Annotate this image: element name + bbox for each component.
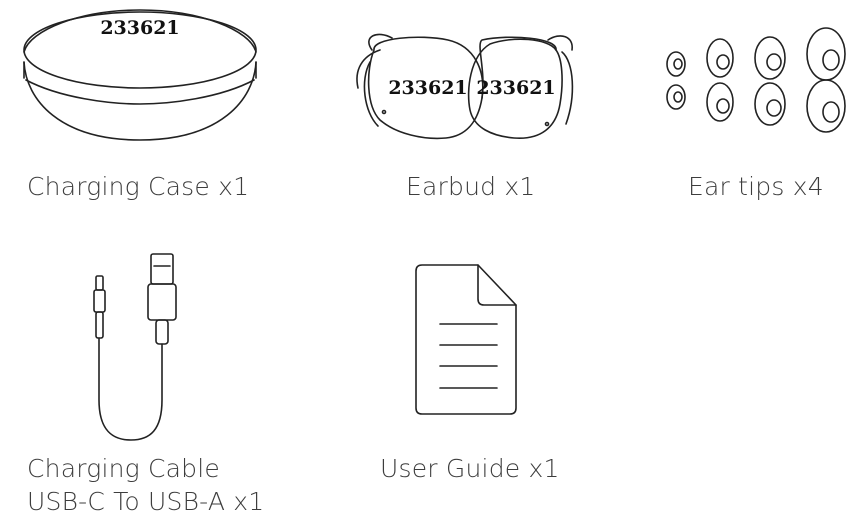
earbud-left-logo: 233621 [388, 77, 467, 99]
label-charging-cable-line-2: USB-C To USB-A x1 [27, 487, 265, 516]
usb-c-tip [95, 275, 104, 291]
label-charging-cable-line-1: Charging Cable [27, 454, 220, 483]
usb-a-tip [150, 253, 174, 285]
ear-tip-s-bottom [706, 82, 734, 122]
case-logo-text: 233621 [100, 17, 179, 39]
label-earbud: Earbud x1 [406, 172, 536, 201]
label-charging-cable: Charging Cable USB-C To USB-A x1 [27, 452, 264, 518]
usb-a-connector [147, 283, 177, 321]
label-user-guide: User Guide x1 [380, 454, 560, 483]
ear-tip-xs-top [666, 51, 686, 77]
ear-tip-m-bottom [754, 82, 786, 126]
ear-tip-xs-bottom [666, 84, 686, 110]
earbud-right-logo: 233621 [476, 77, 555, 99]
label-ear-tips: Ear tips x4 [688, 172, 824, 201]
ear-tip-l-top [806, 27, 846, 81]
ear-tip-l-bottom [806, 79, 846, 133]
label-charging-case: Charging Case x1 [27, 172, 250, 201]
usb-c-connector [93, 289, 106, 313]
ear-tip-m-top [754, 36, 786, 80]
ear-tip-s-top [706, 38, 734, 78]
